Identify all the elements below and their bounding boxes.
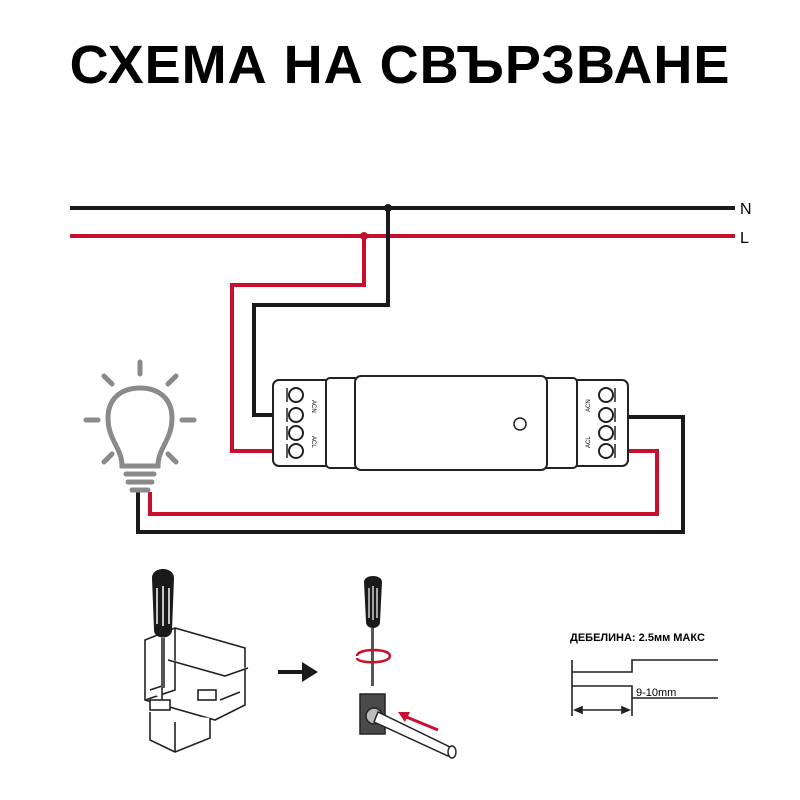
live-label: L bbox=[740, 230, 749, 247]
input-l-label: ACL bbox=[310, 436, 316, 448]
strip-length-label: 9-10mm bbox=[636, 687, 676, 699]
output-live-wire bbox=[148, 449, 659, 516]
input-n-label: ACN bbox=[310, 400, 316, 413]
terminal-clamp bbox=[359, 693, 457, 759]
input-neutral-wire bbox=[252, 208, 390, 417]
output-n-label: ACN bbox=[586, 399, 592, 412]
output-l-label: ACL bbox=[586, 436, 592, 448]
light-bulb-icon bbox=[83, 359, 197, 493]
arrow-right-icon bbox=[278, 662, 318, 682]
insert-arrowhead bbox=[398, 712, 410, 722]
input-terminals bbox=[286, 387, 304, 459]
status-led bbox=[513, 417, 527, 431]
page-title: СХЕМА НА СВЪРЗВАНЕ bbox=[69, 35, 731, 95]
wire-thickness-label: ДЕБЕЛИНА: 2.5мм МАКС bbox=[570, 632, 705, 644]
relay-module: ACN ACL ACN ACL bbox=[272, 375, 629, 471]
din-module-illustration bbox=[144, 627, 249, 753]
rotate-icon bbox=[355, 648, 392, 664]
neutral-label: N bbox=[740, 201, 752, 218]
screwdriver-icon bbox=[152, 569, 174, 688]
input-live-wire bbox=[230, 236, 366, 453]
output-terminals bbox=[598, 387, 616, 459]
insert-arrow bbox=[403, 714, 439, 732]
output-neutral-wire bbox=[136, 415, 685, 534]
stripped-wire-illustration bbox=[571, 659, 718, 716]
screwdriver-icon bbox=[364, 576, 382, 686]
